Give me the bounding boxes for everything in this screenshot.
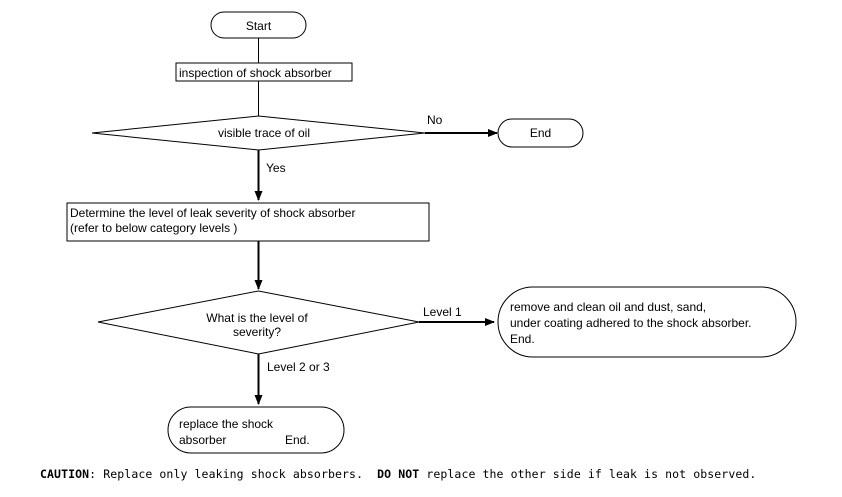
- caution-text-2: replace the other side if leak is not ob…: [419, 467, 757, 481]
- end-terminal: [497, 118, 584, 148]
- level1-line3: End.: [510, 332, 535, 346]
- caution-note: CAUTION: Replace only leaking shock abso…: [40, 467, 756, 481]
- decision-severity-line1: What is the level of: [206, 311, 308, 325]
- level23-label: Level 2 or 3: [267, 360, 330, 374]
- determine-line2: (refer to below category levels ): [70, 221, 237, 235]
- decision-severity-line2: severity?: [233, 325, 281, 339]
- inspection-label: inspection of shock absorber: [179, 66, 332, 80]
- no-label: No: [427, 113, 443, 127]
- caution-label: CAUTION: [40, 467, 90, 481]
- replace-line2: absorber: [179, 433, 226, 447]
- decision-oil-trace-label: visible trace of oil: [218, 126, 310, 140]
- caution-text-1: : Replace only leaking shock absorbers.: [89, 467, 378, 481]
- replace-terminal: [167, 406, 345, 454]
- start-label: Start: [246, 19, 272, 33]
- replace-end: End.: [285, 433, 310, 447]
- caution-emphasis: DO NOT: [377, 467, 420, 481]
- yes-label: Yes: [266, 161, 286, 175]
- level1-terminal: [497, 286, 797, 358]
- replace-line1: replace the shock: [179, 417, 274, 431]
- determine-box: [66, 202, 430, 242]
- level1-label: Level 1: [423, 305, 462, 319]
- determine-line1: Determine the level of leak severity of …: [70, 206, 355, 220]
- level1-line1: remove and clean oil and dust, sand,: [510, 300, 706, 314]
- inspection-box: [175, 62, 353, 82]
- level1-line2: under coating adhered to the shock absor…: [510, 316, 752, 330]
- end-label: End: [530, 126, 551, 140]
